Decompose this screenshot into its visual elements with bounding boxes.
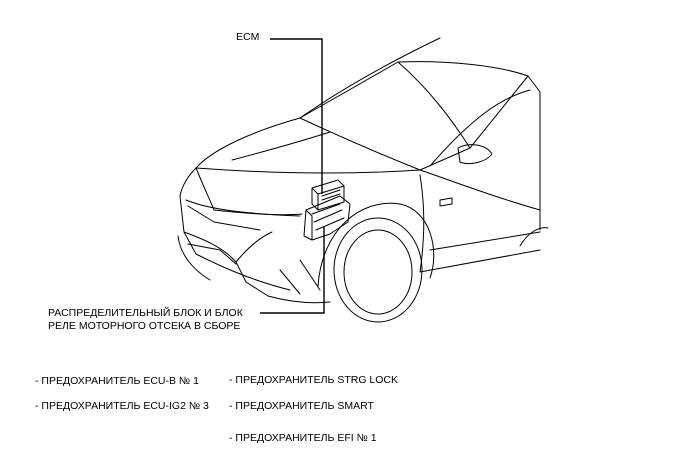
ecm-leader-line (270, 38, 323, 194)
ecm-module-icon (311, 179, 345, 211)
relay-block-leader-line (260, 226, 325, 314)
fuse-ecu-ig2-3-label: - ПРЕДОХРАНИТЕЛЬ ECU-IG2 № 3 (35, 400, 209, 412)
fuse-smart-label: - ПРЕДОХРАНИТЕЛЬ SMART (229, 400, 374, 412)
relay-block-icon (303, 195, 351, 241)
relay-block-label-line2: РЕЛЕ МОТОРНОГО ОТСЕКА В СБОРЕ (48, 320, 241, 332)
fuse-efi-1-label: - ПРЕДОХРАНИТЕЛЬ EFI № 1 (229, 432, 377, 444)
relay-block-label-line1: РАСПРЕДЕЛИТЕЛЬНЫЙ БЛОК И БЛОК (48, 307, 243, 319)
fuse-strg-lock-label: - ПРЕДОХРАНИТЕЛЬ STRG LOCK (229, 374, 399, 386)
car-front-three-quarter-icon (177, 37, 549, 323)
fuse-ecu-b-1-label: - ПРЕДОХРАНИТЕЛЬ ECU-B № 1 (35, 375, 199, 387)
ecm-label: ECM (236, 31, 260, 43)
